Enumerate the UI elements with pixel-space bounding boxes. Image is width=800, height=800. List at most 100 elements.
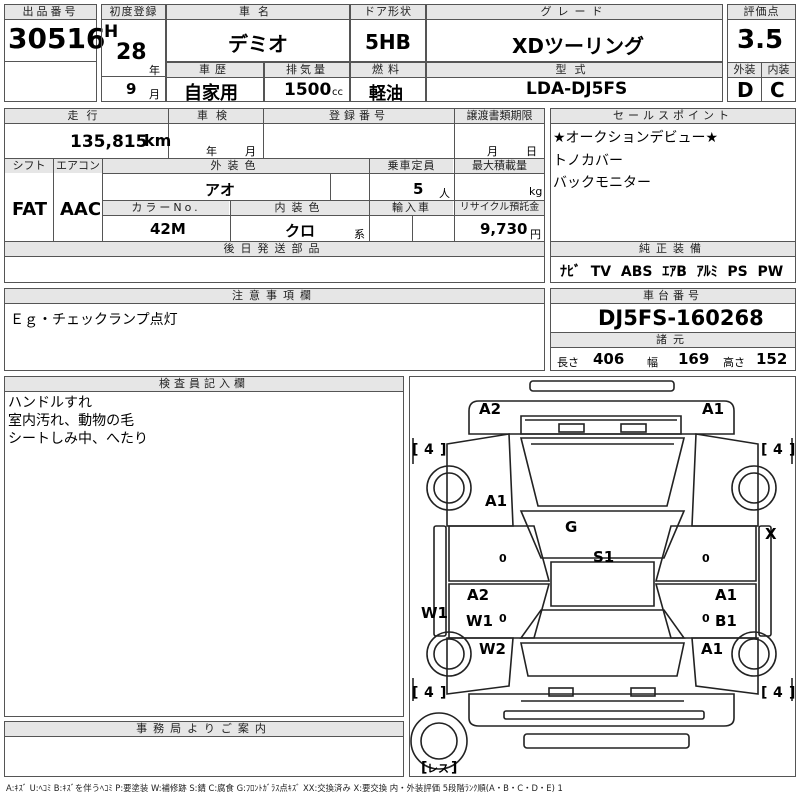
- sales-points-label: セールスポイント: [551, 109, 795, 123]
- transfer-month-unit: 月: [487, 145, 498, 158]
- mark-right-rear-door-b: B1: [715, 612, 737, 630]
- tire-rl: 4: [424, 685, 434, 701]
- displacement-box: [264, 62, 350, 102]
- grade-value: XDツーリング: [512, 34, 645, 58]
- length-value: 406: [593, 350, 625, 368]
- shift-label: シフト: [5, 159, 53, 173]
- mark-left-sill: W1: [421, 604, 448, 622]
- load-label: 最大積載量: [455, 159, 544, 173]
- score-value: 3.5: [737, 25, 784, 55]
- mark-left-door-small: 0: [499, 552, 507, 565]
- mark-left-rear-door: A2: [467, 586, 489, 604]
- inspector-line-2: 室内汚れ、動物の毛: [8, 413, 135, 429]
- office-box: [4, 721, 404, 777]
- int-score-label: 内装: [762, 63, 795, 77]
- first-reg-box: [101, 4, 166, 102]
- name-label: 車名: [167, 5, 349, 19]
- door-value: 5HB: [365, 30, 411, 54]
- fuel-value: 軽油: [369, 84, 403, 104]
- diagram-box: [409, 376, 796, 777]
- mark-front-right: A1: [702, 400, 724, 418]
- registration-label: 登録番号: [264, 109, 454, 123]
- length-label: 長さ: [557, 356, 579, 369]
- inspector-box: [4, 376, 404, 717]
- capacity-label: 乗車定員: [370, 159, 453, 173]
- inspector-label: 検査員記入欄: [5, 377, 403, 391]
- mark-right-rear-fender: A1: [701, 640, 723, 658]
- width-value: 169: [678, 350, 710, 368]
- svg-text:[: [: [761, 685, 767, 701]
- grade-box: [426, 4, 723, 62]
- height-value: 152: [756, 350, 788, 368]
- mileage-unit: km: [144, 131, 172, 150]
- mark-right-rear-small: 0: [702, 612, 710, 625]
- notes-label: 注意事項欄: [5, 289, 544, 303]
- svg-text:[: [: [412, 442, 418, 458]
- shift-value: FAT: [12, 199, 48, 220]
- mileage-label: 走行: [5, 109, 168, 123]
- legend: A:ｷｽﾞ U:ﾍｺﾐ B:ｷｽﾞを伴うﾍｺﾐ P:要塗装 W:補修跡 S:錆 …: [6, 783, 563, 793]
- chassis-label: 車台番号: [551, 289, 795, 303]
- tire-fr: 4: [773, 442, 783, 458]
- load-unit: kg: [529, 185, 543, 198]
- history-label: 車歴: [167, 63, 263, 77]
- inspector-line-1: ハンドルすれ: [8, 395, 92, 411]
- interior-color-label: 内装色: [231, 201, 369, 215]
- height-label: 高さ: [723, 356, 745, 369]
- name-box: [166, 4, 350, 62]
- chassis-box: [550, 288, 796, 371]
- mark-right-door-small: 0: [702, 552, 710, 565]
- mark-right-side: X: [765, 525, 777, 543]
- color-no-value: 42M: [150, 220, 186, 238]
- mark-left-rear-fender: W2: [479, 640, 506, 658]
- tire-rr: 4: [773, 685, 783, 701]
- inspection-year-unit: 年: [206, 145, 217, 158]
- detail-box: [4, 108, 545, 283]
- history-value: 自家用: [184, 83, 238, 104]
- color-label: 外装色: [103, 159, 369, 173]
- mark-left-rear-small: 0: [499, 612, 507, 625]
- sales-point-3: バックモニター: [553, 175, 651, 191]
- spare-tire: レス: [427, 762, 449, 775]
- model-label: 型式: [427, 63, 722, 77]
- lot-label: 出品番号: [5, 5, 96, 19]
- notes-value: Ｅｇ・チェックランプ点灯: [10, 312, 178, 328]
- displacement-unit: cc: [332, 87, 343, 98]
- door-box: [350, 4, 426, 62]
- mileage-value: 135,815: [70, 132, 148, 152]
- capacity-unit: 人: [439, 187, 450, 200]
- svg-text:]: ]: [789, 442, 795, 458]
- svg-text:[: [: [761, 442, 767, 458]
- office-label: 事務局よりご案内: [5, 722, 403, 736]
- capacity-value: 5: [413, 180, 424, 198]
- import-label: 輸入車: [370, 201, 453, 215]
- car-damage-diagram: A2 A1 A1 G S1 X A2 W1 W1 W2 A1 B1 A1 [4]…: [410, 380, 795, 776]
- color-value: アオ: [205, 181, 236, 199]
- svg-text:]: ]: [440, 442, 446, 458]
- tire-fl: 4: [424, 442, 434, 458]
- recycle-label: リサイクル預託金: [455, 201, 544, 215]
- mark-left-fender: A1: [485, 492, 507, 510]
- inspector-line-3: シートしみ中、へたり: [8, 431, 148, 447]
- recycle-unit: 円: [530, 228, 541, 241]
- first-reg-year-unit: 年: [149, 64, 160, 77]
- svg-text:]: ]: [789, 685, 795, 701]
- first-reg-year: 28: [116, 40, 147, 65]
- mark-left-rear-door-w: W1: [466, 612, 493, 630]
- mark-front-left: A2: [479, 400, 501, 418]
- color-no-label: カラーNo.: [103, 201, 229, 215]
- interior-color-suffix: 系: [354, 228, 365, 241]
- inspection-month-unit: 月: [245, 145, 256, 158]
- notes-box: [4, 288, 545, 371]
- first-reg-label: 初度登録: [102, 5, 165, 19]
- width-label: 幅: [647, 356, 658, 369]
- equipment-value: ﾅﾋﾞ TV ABS ｴｱB ｱﾙﾐ PS PW: [560, 264, 784, 280]
- svg-text:]: ]: [451, 760, 457, 776]
- specs-label: 諸元: [551, 333, 795, 347]
- chassis-value: DJ5FS-160268: [598, 306, 764, 330]
- car-name: デミオ: [228, 32, 288, 56]
- int-score: C: [770, 78, 785, 102]
- later-parts-label: 後日発送部品: [5, 242, 544, 256]
- transfer-label: 譲渡書類期限: [455, 109, 544, 123]
- first-reg-month-unit: 月: [149, 88, 160, 101]
